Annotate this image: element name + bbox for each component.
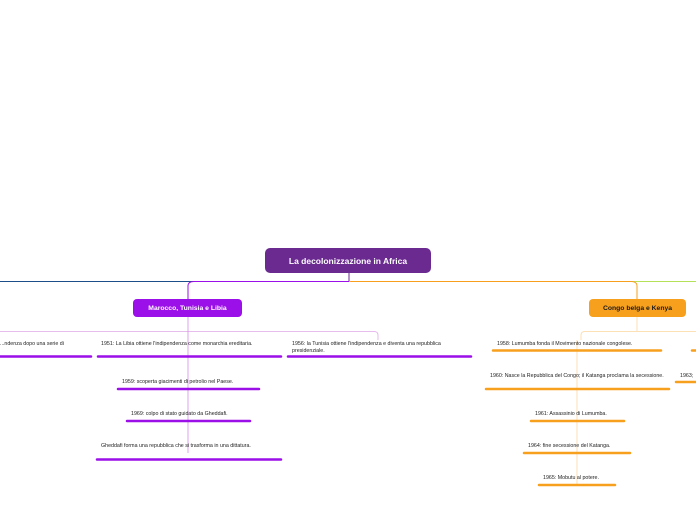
branch-marocco-tunisia-libia[interactable]: Marocco, Tunisia e Libia xyxy=(133,299,242,317)
topic-congo-1960[interactable]: 1960: Nasce la Repubblica del Congo; il … xyxy=(490,373,664,379)
topic-libia-1959[interactable]: 1959: scoperta giacimenti di petrolio ne… xyxy=(122,379,234,385)
topic-congo-1965[interactable]: 1965: Mobutu al potere. xyxy=(543,475,599,481)
branch-congo-kenya[interactable]: Congo belga e Kenya xyxy=(589,299,686,317)
topic-tunisia-1956[interactable]: 1956: la Tunisia ottiene l'indipendenza … xyxy=(292,341,441,354)
root-topic[interactable]: La decolonizzazione in Africa xyxy=(265,248,431,273)
topic-congo-1964[interactable]: 1964: fine secessione del Katanga. xyxy=(528,443,611,449)
topic-marocco-indipendenza[interactable]: ...ndenza dopo una serie di xyxy=(0,341,64,347)
topic-libia-1969[interactable]: 1969: colpo di stato guidato da Gheddafi… xyxy=(131,411,228,417)
topic-congo-1958[interactable]: 1958: Lumumba fonda il Movimento naziona… xyxy=(497,341,633,347)
topic-congo-1961[interactable]: 1961: Assassinio di Lumumba. xyxy=(535,411,607,417)
topic-kenya-1963[interactable]: 1963; xyxy=(680,373,694,379)
topic-gheddafi-dittatura[interactable]: Gheddafi forma una repubblica che si tra… xyxy=(101,443,251,449)
topic-libia-1951[interactable]: 1951: La Libia ottiene l'indipendenza co… xyxy=(101,341,253,347)
